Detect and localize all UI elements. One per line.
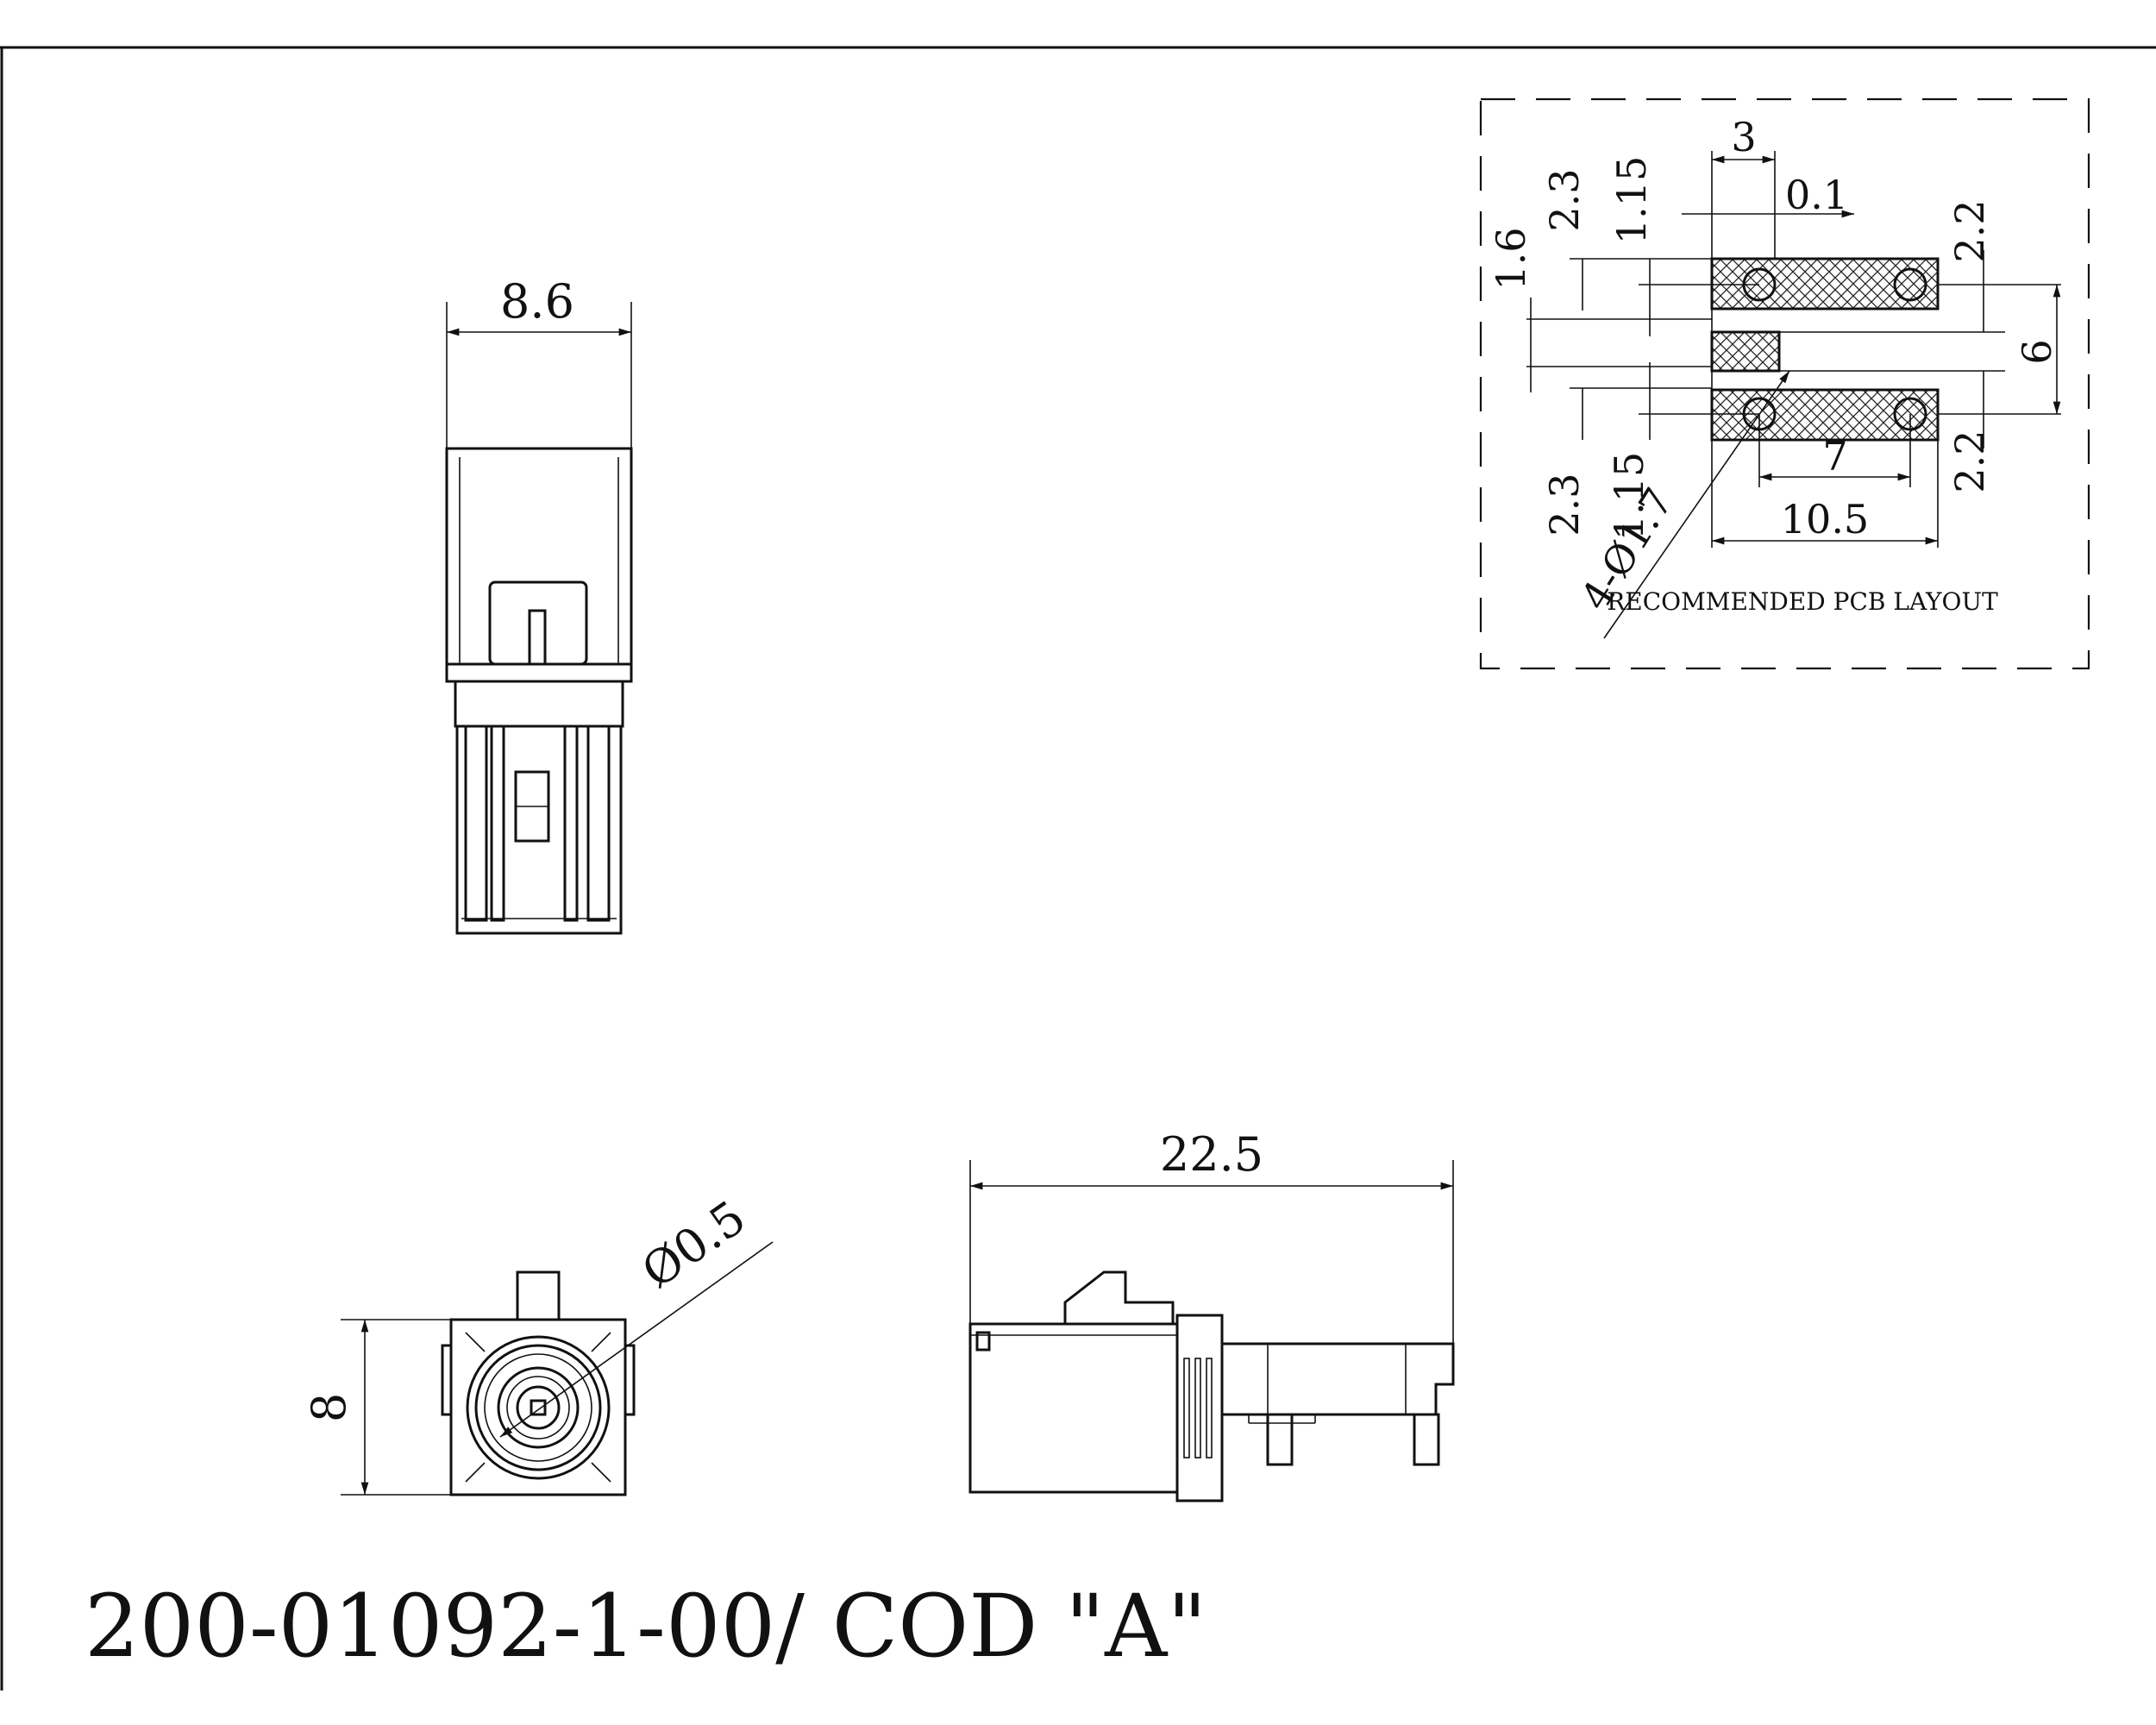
front-view: 8 Ø0.5 — [302, 1190, 774, 1496]
pcb-dim-1-15-bottom: 1.15 — [1606, 452, 1652, 540]
top-width-label: 8.6 — [500, 274, 574, 329]
pcb-pad-center — [1710, 330, 1781, 373]
front-height-label: 8 — [302, 1393, 356, 1422]
part-number: 200-01092-1-00/ COD "A" — [85, 1576, 1206, 1677]
pcb-dim-2-2-top: 2.2 — [1946, 199, 1993, 262]
pcb-pad-bottom — [1710, 388, 1940, 442]
pcb-dim-1-15-top: 1.15 — [1608, 156, 1655, 244]
pcb-hole — [1893, 267, 1927, 302]
pcb-dim-7: 7 — [1822, 433, 1847, 480]
pcb-pad-top — [1710, 257, 1940, 310]
pcb-dim-2-2-bottom: 2.2 — [1946, 430, 1993, 492]
sheet-frame — [0, 46, 2156, 1690]
pcb-dim-2-3-bottom: 2.3 — [1541, 473, 1588, 536]
pcb-dim-1-6: 1.6 — [1488, 227, 1534, 290]
pcb-dim-0-1: 0.1 — [1785, 172, 1848, 218]
pcb-layout-title: RECOMMENDED PCB LAYOUT — [1607, 587, 1998, 616]
pcb-dim-2-3-top: 2.3 — [1541, 168, 1588, 231]
front-diameter-label: Ø0.5 — [632, 1190, 755, 1299]
pcb-dim-6: 6 — [2014, 339, 2060, 364]
side-view: 22.5 — [968, 1127, 1455, 1502]
pcb-dim-3: 3 — [1731, 114, 1756, 160]
pcb-layout: 3 0.1 1.6 2.3 1.15 2.2 6 2.2 — [1479, 97, 2090, 670]
pcb-dim-10-5: 10.5 — [1781, 496, 1869, 543]
side-length-label: 22.5 — [1160, 1127, 1263, 1182]
pcb-layout-frame — [1479, 97, 2090, 670]
top-view: 8.6 — [445, 274, 633, 935]
